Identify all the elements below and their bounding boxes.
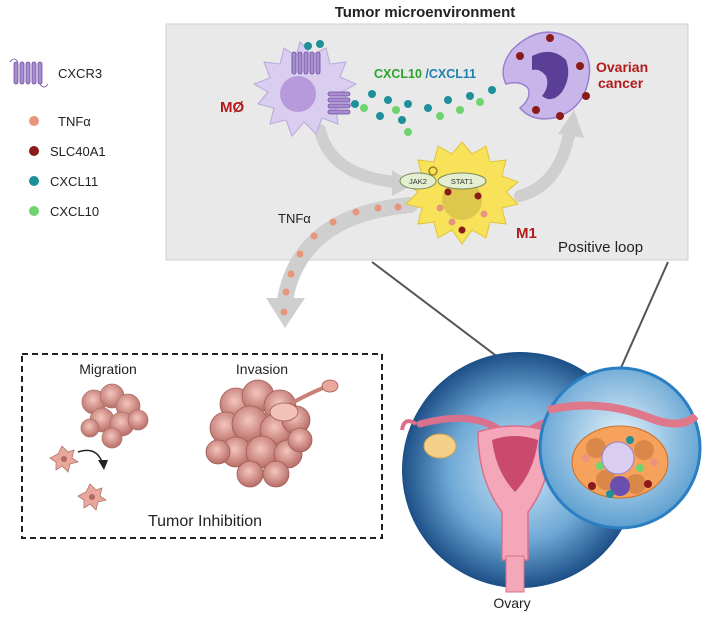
macrophage-label: MØ [220,99,244,116]
ovary-zoom-circle [540,368,700,528]
chemokine-label: CXCL10 /CXCL11 [374,67,476,81]
ovary-label: Ovary [493,595,530,611]
legend-label-cxcr3: CXCR3 [58,66,102,81]
cancer-label-line1: Ovarian [596,59,648,75]
legend-swatch-cxcl10 [29,206,39,216]
jak2-label: JAK2 [409,177,427,186]
cancer-label-line2: cancer [598,75,644,91]
legend-swatch-cxcl11 [29,176,39,186]
legend-swatch-tnfa [29,116,39,126]
panel-title: Tumor microenvironment [335,4,516,21]
m1-label: M1 [516,225,537,242]
tumor-inhibition-title: Tumor Inhibition [148,513,262,530]
ovary-illustration: Ovary [372,262,700,611]
zoom-line-right [620,262,668,370]
chemokine-label-cxcl10: CXCL10 [374,67,422,81]
legend-label-cxcl11: CXCL11 [50,174,98,189]
legend-label-cxcl10: CXCL10 [50,204,99,219]
svg-text:CXCL10 /CXCL11: CXCL10 /CXCL11 [374,67,476,81]
legend-swatch-slc40a1 [29,146,39,156]
invasion-label: Invasion [236,361,288,377]
legend-cxcr3-icon [10,59,48,87]
positive-loop-label: Positive loop [558,239,643,256]
cxcr3-receptor-top [292,52,320,74]
tnfa-arrow-label: TNFα [278,211,311,226]
legend-label-slc40a1: SLC40A1 [50,144,106,159]
legend: CXCR3 TNFα SLC40A1 CXCL11 CXCL10 [10,59,106,219]
chemokine-label-cxcl11: CXCL11 [429,67,476,81]
stat1-label: STAT1 [451,177,473,186]
migration-label: Migration [79,361,137,377]
legend-label-tnfa: TNFα [58,114,91,129]
tumor-inhibition-box: Migration Invasion Tumor Inhibition [22,354,382,538]
